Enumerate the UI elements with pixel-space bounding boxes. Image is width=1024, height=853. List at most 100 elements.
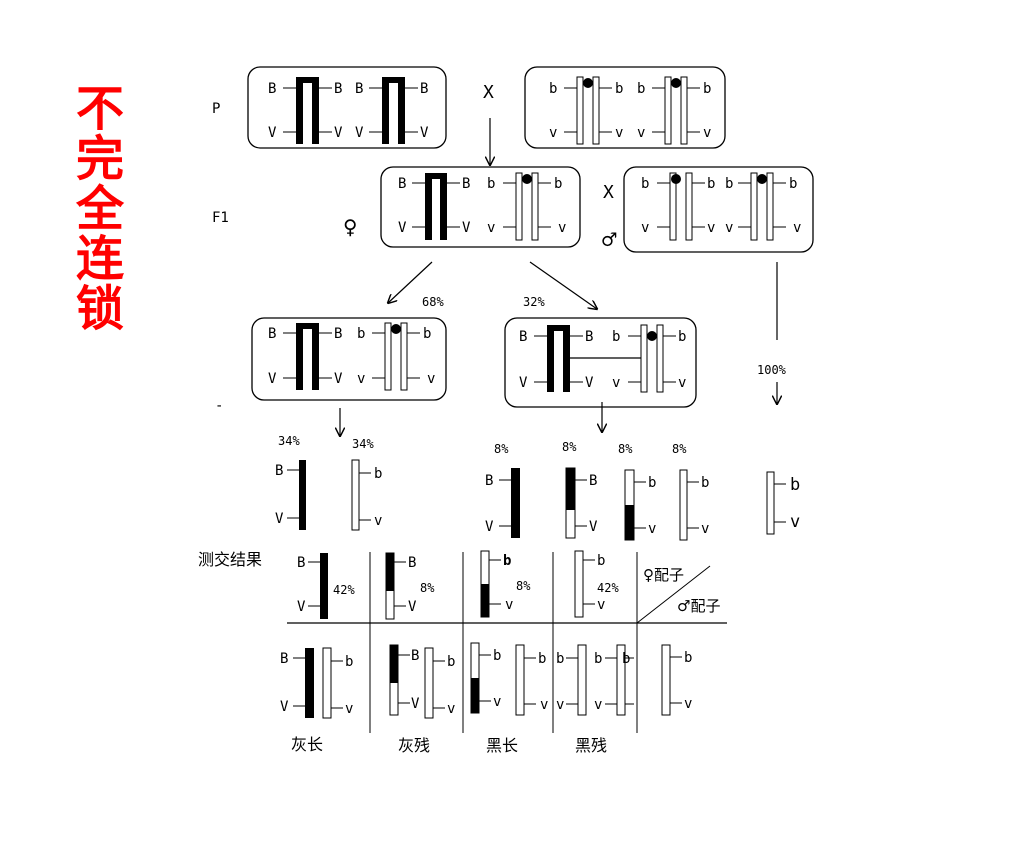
- allele-label: v: [357, 371, 365, 387]
- allele-label: V: [280, 699, 289, 715]
- allele-label: B: [411, 648, 419, 664]
- percent-label: 100%: [757, 363, 787, 377]
- allele-label: v: [790, 512, 800, 532]
- offspring-genotype: b v b v b: [556, 644, 634, 716]
- allele-label: b: [622, 651, 630, 667]
- allele-label: b: [703, 81, 711, 97]
- allele-label: v: [505, 597, 513, 613]
- allele-label: V: [334, 125, 343, 141]
- f1-female-box: B B b b V V v v: [380, 166, 581, 248]
- allele-label: b: [447, 654, 455, 670]
- phenotype-label: 黑残: [575, 736, 607, 755]
- allele-label: v: [641, 220, 649, 236]
- percent-label: 8%: [562, 440, 577, 454]
- gamete-chromosome: B V: [565, 467, 598, 539]
- percent-label: 68%: [422, 295, 444, 309]
- offspring-genotype: b v b v: [470, 642, 548, 716]
- allele-label: B: [519, 329, 527, 345]
- allele-label: V: [268, 125, 277, 141]
- allele-label: b: [503, 553, 511, 569]
- allele-label: B: [268, 81, 276, 97]
- allele-label: v: [597, 597, 605, 613]
- allele-label: V: [485, 519, 494, 535]
- allele-label: b: [423, 326, 431, 342]
- allele-label: v: [684, 696, 692, 712]
- allele-label: b: [789, 176, 797, 192]
- allele-label: b: [597, 553, 605, 569]
- allele-label: v: [707, 220, 715, 236]
- allele-label: b: [648, 475, 656, 491]
- title-char: 连: [75, 231, 124, 287]
- allele-label: B: [585, 329, 593, 345]
- allele-label: b: [678, 329, 686, 345]
- female-gamete: b v 42%: [574, 550, 619, 618]
- allele-label: v: [615, 125, 623, 141]
- allele-label: b: [554, 176, 562, 192]
- female-gamete: B V 42%: [297, 553, 355, 619]
- allele-label: V: [411, 696, 420, 712]
- allele-label: B: [589, 473, 597, 489]
- allele-label: v: [427, 371, 435, 387]
- gamete-chromosome: b v: [624, 469, 656, 541]
- allele-label: b: [701, 475, 709, 491]
- allele-label: V: [585, 375, 594, 391]
- meiosis-noncrossover-box: B B b b V V v v: [251, 317, 447, 401]
- female-gamete-header: ♀配子: [643, 566, 684, 584]
- offspring-genotype: B V b v: [280, 647, 353, 719]
- allele-label: B: [462, 176, 470, 192]
- allele-label: v: [594, 697, 602, 713]
- allele-label: v: [703, 125, 711, 141]
- percent-label: 32%: [523, 295, 545, 309]
- allele-label: V: [334, 371, 343, 387]
- allele-label: v: [637, 125, 645, 141]
- allele-label: v: [493, 694, 501, 710]
- title-char: 不: [75, 81, 124, 137]
- allele-label: B: [275, 463, 283, 479]
- male-gamete: b v: [661, 644, 692, 716]
- arrow: [529, 261, 597, 309]
- male-gamete-header: ♂配子: [677, 597, 720, 615]
- allele-label: V: [355, 125, 364, 141]
- allele-label: v: [793, 220, 801, 236]
- gamete-chromosome: b v: [351, 459, 382, 531]
- allele-label: v: [549, 125, 557, 141]
- phenotype-label: 灰长: [291, 735, 323, 754]
- allele-label: b: [594, 651, 602, 667]
- parent-male-box: b b b b v v v v: [524, 66, 726, 149]
- allele-label: b: [790, 475, 800, 495]
- allele-label: b: [707, 176, 715, 192]
- gamete-chromosome: B V: [275, 460, 306, 530]
- allele-label: V: [420, 125, 429, 141]
- allele-label: V: [519, 375, 528, 391]
- allele-label: v: [556, 697, 564, 713]
- page-title: 不 完 全 连 锁: [70, 84, 130, 334]
- allele-label: v: [345, 701, 353, 717]
- allele-label: V: [297, 599, 306, 615]
- percent-label: 42%: [333, 583, 355, 597]
- percent-label: 8%: [672, 442, 687, 456]
- allele-label: v: [447, 701, 455, 717]
- meiosis-crossover-box: B B b b V V v v: [504, 317, 697, 408]
- allele-label: V: [589, 519, 598, 535]
- title-char: 完: [75, 131, 124, 187]
- title-char: 全: [75, 181, 124, 237]
- allele-label: b: [487, 176, 495, 192]
- allele-label: b: [612, 329, 620, 345]
- allele-label: b: [556, 651, 564, 667]
- allele-label: B: [398, 176, 406, 192]
- female-gamete: b v 8%: [480, 550, 531, 618]
- allele-label: v: [701, 521, 709, 537]
- allele-label: v: [648, 521, 656, 537]
- allele-label: b: [374, 466, 382, 482]
- gamete-chromosome: b v: [679, 469, 709, 541]
- allele-label: v: [540, 697, 548, 713]
- allele-label: V: [398, 220, 407, 236]
- percent-label: 8%: [618, 442, 633, 456]
- parent-female-box: B B B B V V V V: [247, 66, 447, 149]
- allele-label: b: [345, 654, 353, 670]
- f1-male-box: b b b b v v v v: [623, 166, 814, 253]
- allele-label: B: [355, 81, 363, 97]
- female-gamete: B V 8%: [385, 552, 435, 620]
- allele-label: b: [641, 176, 649, 192]
